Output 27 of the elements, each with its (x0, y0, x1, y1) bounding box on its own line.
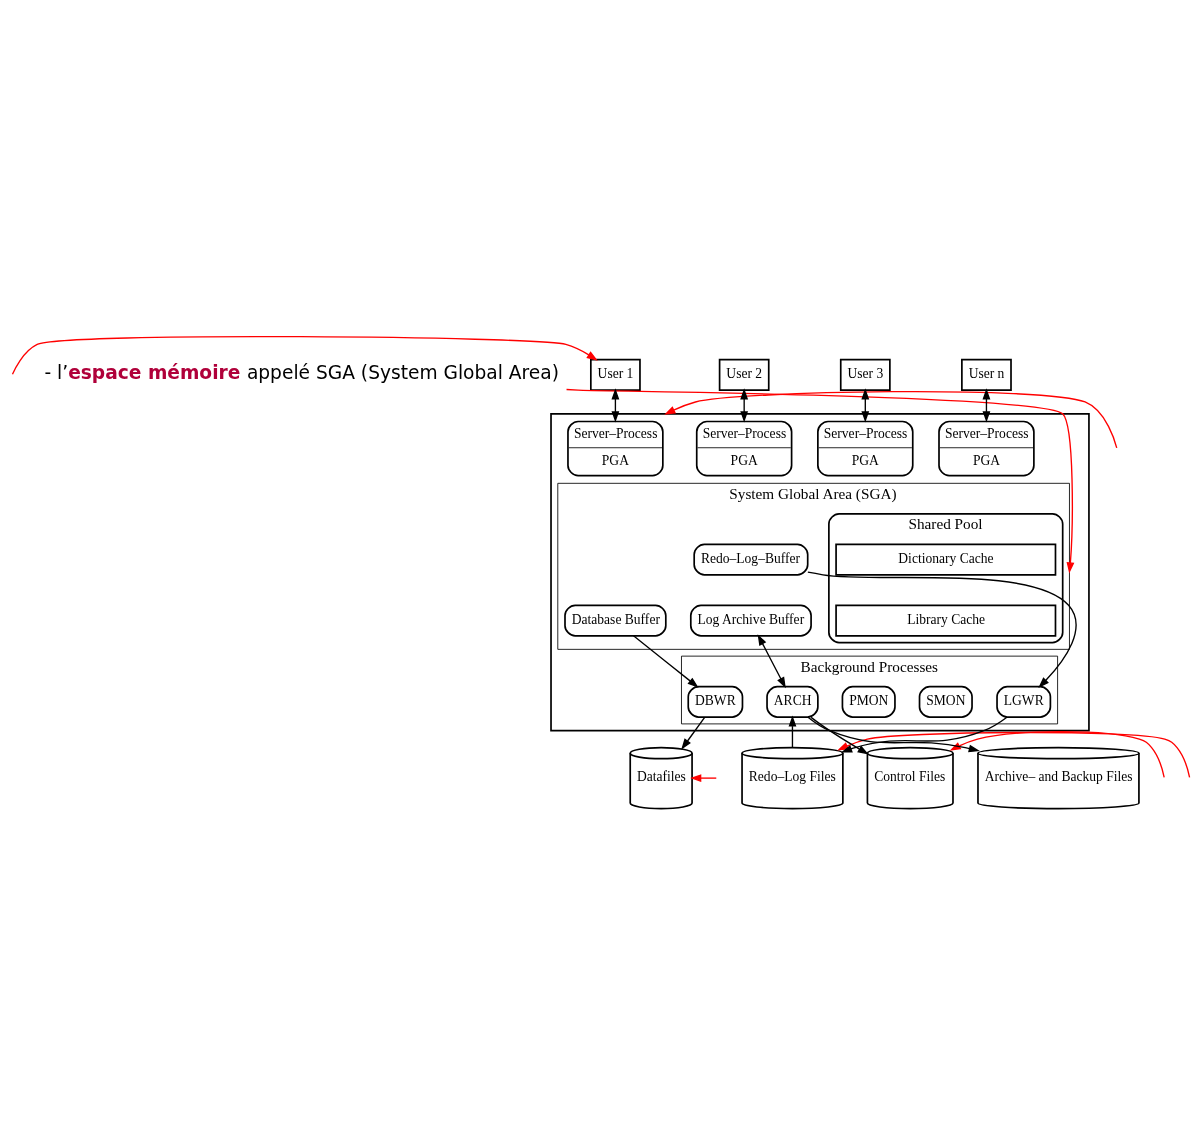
node-box: User n (961, 358, 1012, 391)
node-box: User 1 (590, 358, 641, 391)
node-box: Log Archive Buffer (689, 604, 812, 637)
arrow (664, 391, 1118, 449)
node-box: User 2 (718, 358, 770, 391)
node-box: PMON (841, 685, 896, 718)
arrow (807, 571, 1077, 689)
arrow (11, 335, 598, 375)
arrow (565, 388, 1075, 574)
arrow (740, 388, 749, 423)
node-box: Database Buffer (564, 604, 667, 637)
arrow (788, 715, 797, 749)
arrow (690, 774, 717, 783)
arrow (757, 634, 786, 689)
node-box: LGWR (996, 685, 1052, 718)
arrow (681, 716, 706, 750)
node-text: - l’espace mémoire appelé SGA (System Global Area) (44, 361, 559, 383)
node-box: SMON (918, 685, 973, 718)
node-box: DBWR (687, 685, 744, 718)
arrow (632, 635, 699, 688)
arrow (837, 731, 1191, 778)
node-box: Redo–Log–Buffer (693, 543, 809, 576)
node-box: Dictionary Cache (835, 543, 1057, 576)
node-box: User 3 (839, 358, 891, 391)
node-box: ARCH (766, 685, 819, 718)
node-box: Library Cache (835, 604, 1057, 637)
arrow (810, 716, 869, 755)
